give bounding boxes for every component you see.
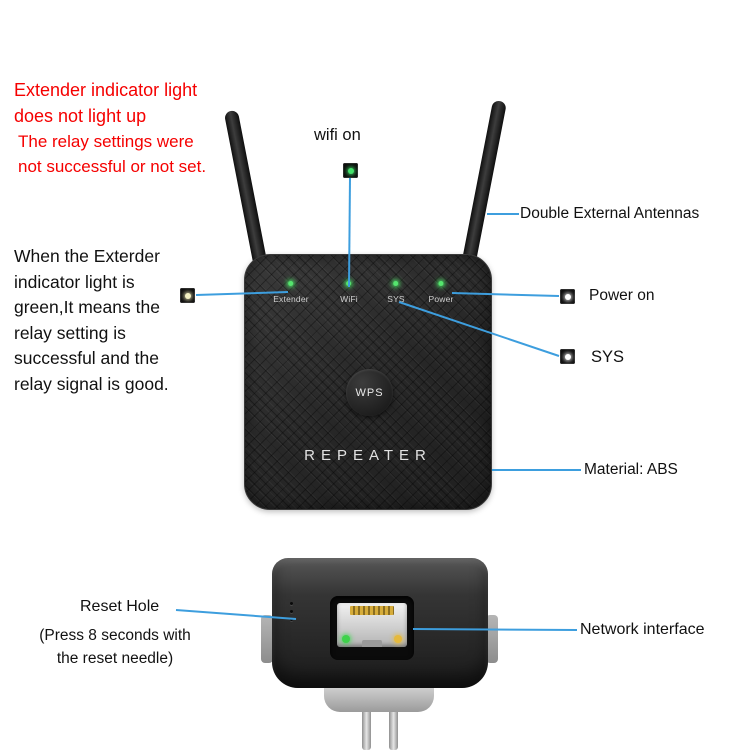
- reset-hole-note: (Press 8 seconds with the reset needle): [39, 627, 191, 667]
- plug-prong-right: [389, 708, 398, 750]
- power-status-led: [438, 281, 444, 286]
- reset-hole-label: Reset Hole: [80, 598, 160, 615]
- extender-led-icon: [180, 288, 195, 303]
- power-led-icon: [560, 289, 575, 304]
- wifi-led-label: WiFi: [340, 294, 358, 304]
- plug-base: [324, 686, 434, 712]
- wifi-status-led: [346, 281, 352, 286]
- sys-led-icon: [560, 349, 575, 364]
- wifi-led-group: WiFi: [340, 281, 358, 307]
- network-interface-label: Network interface: [580, 621, 705, 638]
- reset-hole: [290, 602, 293, 621]
- rj45-pins: [350, 606, 394, 615]
- bottom-side-tab-left: [261, 615, 273, 663]
- repeater-bottom-view: [272, 558, 488, 688]
- plug-prong-left: [362, 708, 371, 750]
- red-warning-note-1: Extender indicator light does not light …: [14, 80, 198, 126]
- repeater-brand-text: REPEATER: [304, 447, 432, 464]
- ethernet-led-green: [342, 635, 350, 643]
- wifi-led-dot: [347, 167, 354, 174]
- extender-led-label: Extender: [273, 294, 309, 304]
- repeater-front-view: Extender WiFi SYS Power WPS REPEATER: [244, 254, 492, 510]
- antenna-right: [461, 99, 507, 268]
- sys-status-led: [393, 281, 399, 286]
- antenna-left: [223, 109, 269, 274]
- sys-led-group: SYS: [387, 281, 405, 307]
- extender-green-note: When the Exterder indicator light is gre…: [14, 246, 169, 394]
- material-label: Material: ABS: [584, 461, 678, 478]
- power-led-group: Power: [428, 281, 453, 307]
- extender-led-group: Extender: [273, 281, 309, 307]
- ethernet-led-yellow: [394, 635, 402, 643]
- sys-label: SYS: [591, 348, 625, 366]
- double-antennas-label: Double External Antennas: [520, 205, 700, 222]
- red-warning-note-2: The relay settings were not successful o…: [18, 132, 207, 176]
- power-led-label: Power: [428, 294, 454, 304]
- sys-led-dot: [564, 353, 571, 360]
- ethernet-port: [330, 596, 414, 660]
- extender-status-led: [288, 281, 294, 286]
- sys-led-label: SYS: [387, 294, 405, 304]
- extender-led-dot: [184, 292, 191, 299]
- wifi-led-icon: [343, 163, 358, 178]
- bottom-side-tab-right: [486, 615, 498, 663]
- power-on-label: Power on: [589, 287, 655, 304]
- wps-button-label: WPS: [355, 386, 384, 399]
- wps-button: WPS: [346, 369, 393, 416]
- wifi-on-label: wifi on: [314, 126, 361, 144]
- power-led-dot: [564, 293, 571, 300]
- rj45-socket: [337, 603, 407, 647]
- rj45-clip-slot: [362, 640, 382, 647]
